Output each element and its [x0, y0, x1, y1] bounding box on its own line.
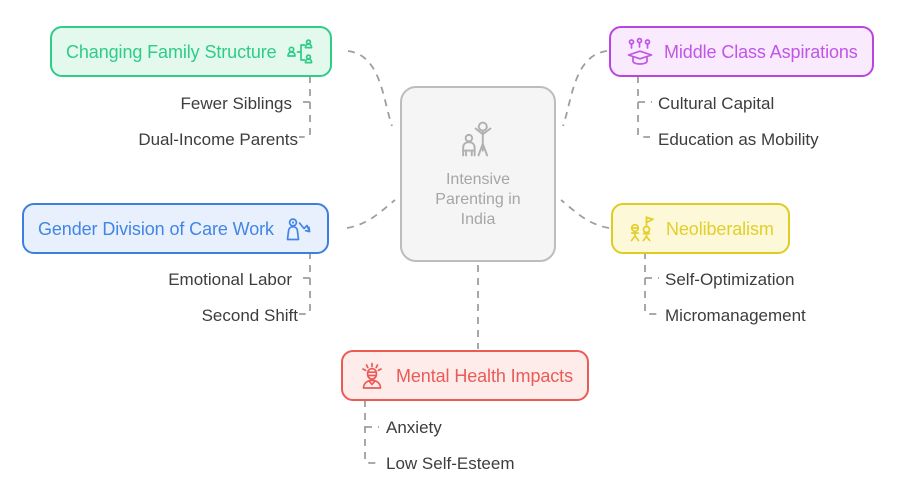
link-central-to-gender-division-of-care-work — [346, 199, 396, 229]
link-changing-family-structure-children — [299, 76, 311, 138]
sub-item-emotional-labor[interactable]: Emotional Labor — [168, 270, 292, 289]
link-neoliberalism-children — [644, 252, 659, 315]
link-mental-health-impacts-children — [364, 400, 379, 464]
family-hierarchy-icon — [286, 37, 316, 67]
branch-node-changing-family-structure[interactable]: Changing Family Structure — [50, 26, 332, 77]
branch-label-neoliberalism: Neoliberalism — [666, 218, 774, 239]
sub-item-micromanagement[interactable]: Micromanagement — [665, 306, 806, 325]
sub-item-anxiety[interactable]: Anxiety — [386, 418, 442, 437]
central-label-line2: Parenting in — [435, 191, 521, 208]
person-down-arrow-icon — [283, 214, 313, 244]
sub-item-second-shift[interactable]: Second Shift — [201, 306, 298, 325]
sub-item-dual-income-parents[interactable]: Dual-Income Parents — [138, 130, 298, 149]
branch-label-changing-family-structure: Changing Family Structure — [66, 41, 277, 62]
sub-item-education-as-mobility[interactable]: Education as Mobility — [658, 130, 819, 149]
link-central-to-changing-family-structure — [347, 50, 393, 127]
people-flag-icon — [627, 214, 657, 244]
link-central-to-middle-class-aspirations — [562, 50, 608, 127]
branch-node-gender-division-of-care-work[interactable]: Gender Division of Care Work — [22, 203, 329, 254]
stressed-person-icon — [357, 361, 387, 391]
branch-node-mental-health-impacts[interactable]: Mental Health Impacts — [341, 350, 589, 401]
sub-item-cultural-capital[interactable]: Cultural Capital — [658, 94, 775, 113]
branch-label-mental-health-impacts: Mental Health Impacts — [396, 365, 573, 386]
link-central-to-neoliberalism — [560, 199, 610, 229]
graduation-cap-icon — [625, 37, 655, 67]
branch-node-neoliberalism[interactable]: Neoliberalism — [611, 203, 790, 254]
sub-item-fewer-siblings[interactable]: Fewer Siblings — [180, 94, 293, 113]
branch-label-gender-division-of-care-work: Gender Division of Care Work — [38, 218, 274, 239]
parent-child-icon — [462, 121, 492, 157]
central-label-line1: Intensive — [445, 171, 511, 188]
central-node-label: Intensive Parenting in India — [435, 170, 520, 230]
sub-item-low-self-esteem[interactable]: Low Self-Esteem — [386, 454, 515, 473]
link-gender-division-of-care-work-children — [299, 252, 311, 315]
central-node[interactable]: Intensive Parenting in India — [400, 86, 556, 262]
central-label-line3: India — [460, 211, 496, 228]
branch-node-middle-class-aspirations[interactable]: Middle Class Aspirations — [609, 26, 874, 77]
branch-label-middle-class-aspirations: Middle Class Aspirations — [664, 41, 858, 62]
sub-item-self-optimization[interactable]: Self-Optimization — [665, 270, 795, 289]
link-middle-class-aspirations-children — [637, 76, 652, 138]
